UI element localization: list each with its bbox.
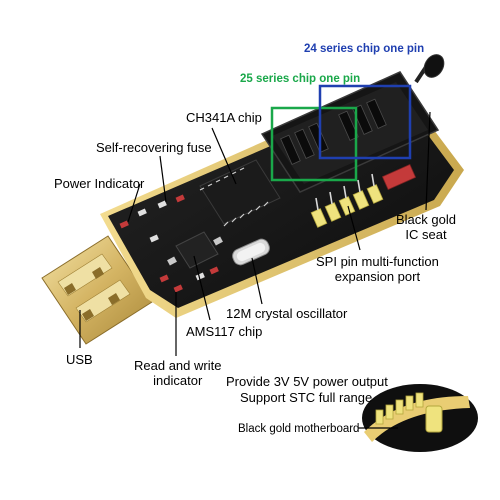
label-motherboard: Black gold motherboard — [238, 423, 360, 435]
series24-highlight-box — [318, 84, 412, 160]
label-25-series: 25 series chip one pin — [240, 73, 361, 85]
leader-crystal — [251, 257, 263, 305]
usb-connector — [41, 235, 153, 345]
smd-components — [119, 194, 219, 293]
label-power-output: Provide 3V 5V power output — [226, 374, 388, 389]
crystal-oscillator — [232, 238, 270, 266]
label-rw-indicator: Read and write indicator — [134, 358, 222, 388]
leader-power — [127, 183, 141, 223]
label-ic-seat: Black gold IC seat — [396, 212, 456, 242]
label-usb: USB — [66, 352, 93, 367]
label-ams117: AMS117 chip — [186, 324, 263, 339]
ic-seat — [260, 54, 445, 193]
leader-lines — [79, 111, 431, 429]
leader-ch341a — [211, 127, 237, 185]
label-24-series: 24 series chip one pin — [304, 43, 425, 55]
ch341a-chip — [199, 159, 281, 227]
label-power-indicator: Power Indicator — [54, 176, 145, 191]
inset-closeup — [362, 384, 478, 452]
series25-highlight-box — [270, 106, 358, 182]
leader-ic-seat — [425, 111, 431, 211]
ams117-chip — [167, 231, 223, 269]
leader-fuse — [159, 155, 167, 203]
label-self-recovering-fuse: Self-recovering fuse — [96, 140, 212, 155]
leader-ams117 — [193, 255, 211, 321]
label-crystal: 12M crystal oscillator — [226, 306, 348, 321]
spi-header — [310, 163, 417, 228]
leader-spi — [347, 205, 361, 251]
label-ch341a: CH341A chip — [186, 110, 262, 125]
label-stc-range: Support STC full range — [240, 390, 373, 405]
label-spi-port: SPI pin multi-function expansion port — [316, 254, 439, 284]
